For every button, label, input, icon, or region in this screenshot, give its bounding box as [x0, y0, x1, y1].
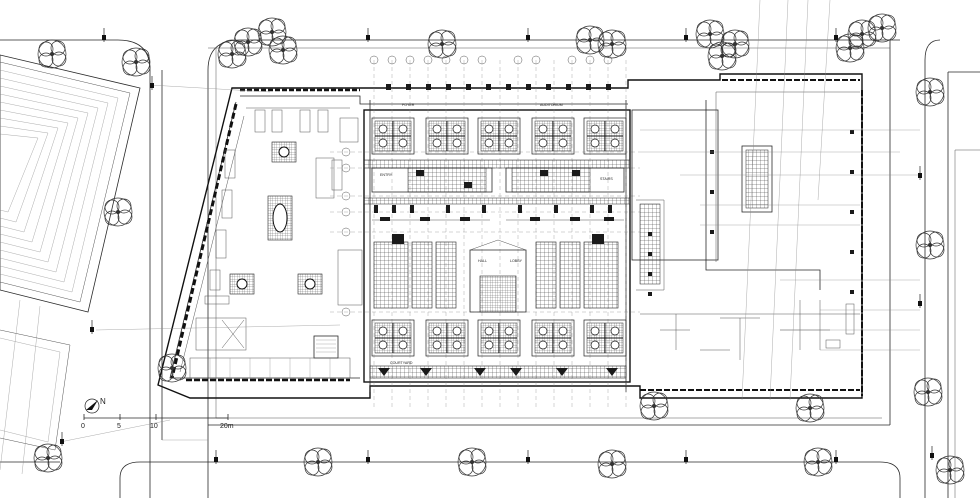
label-lobby: LOBBY: [510, 259, 523, 263]
label-entry: ENTRY: [380, 173, 393, 177]
label-foyer: FOYER: [402, 103, 415, 107]
tree-icon: [33, 13, 965, 485]
label-courtyard: COURTYARD: [390, 361, 413, 365]
scale-tick-0: 0: [81, 423, 85, 430]
right-wing: [631, 0, 920, 401]
leader-lines: [59, 84, 341, 443]
scale-bar: 0 5 10 20m: [81, 414, 234, 430]
central-hall: [330, 55, 640, 410]
scale-tick-5: 5: [117, 423, 121, 430]
scale-tick-10: 10: [150, 423, 158, 430]
label-hall: HALL: [478, 259, 487, 263]
north-arrow-icon: N: [84, 397, 106, 414]
scale-tick-20m: 20m: [220, 423, 234, 430]
north-label: N: [100, 397, 106, 406]
neighbouring-building-left: [0, 54, 141, 475]
left-wing-furniture: [189, 109, 363, 379]
room-labels: FOYER AUDITORIUM ENTRY STAIRS HALL LOBBY…: [380, 103, 613, 365]
label-stairs: STAIRS: [600, 177, 613, 181]
neighbouring-building-right: [947, 71, 980, 498]
label-auditorium: AUDITORIUM: [540, 103, 563, 107]
